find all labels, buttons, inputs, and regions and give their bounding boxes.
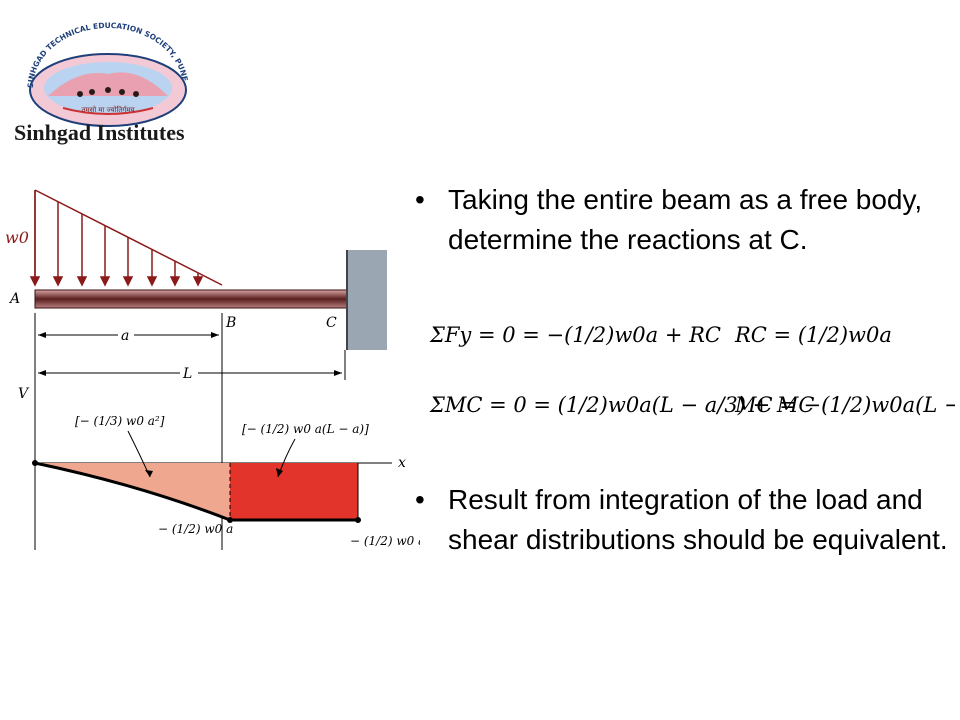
load-label: w0 bbox=[5, 228, 29, 247]
bullet-marker: • bbox=[415, 184, 425, 215]
bullet-item-1: • Taking the entire beam as a free body,… bbox=[415, 180, 960, 260]
bullet-marker: • bbox=[415, 484, 425, 515]
beam-diagram: w0 A B C a L V x [− (1/3) w0 a²] [− ( bbox=[5, 189, 420, 550]
shear-c-label: − (1/2) w0 a bbox=[350, 534, 420, 548]
fixed-support bbox=[347, 250, 387, 350]
equation-2-right: MC = −(1/2)w0a(L − a/3) bbox=[734, 393, 955, 417]
equation-2-left: ΣMC = 0 = (1/2)w0a(L − a/3) + MC bbox=[429, 393, 814, 417]
equations: ΣFy = 0 = −(1/2)w0a + RC RC = (1/2)w0a Σ… bbox=[429, 323, 955, 417]
logo-caption: Sinhgad Institutes bbox=[14, 120, 185, 145]
dim-a-label: a bbox=[121, 328, 129, 344]
load-arrows bbox=[29, 190, 204, 287]
shear-area-1 bbox=[35, 463, 230, 520]
area1-label: [− (1/3) w0 a²] bbox=[75, 414, 165, 428]
label-c-point: C bbox=[326, 315, 337, 331]
x-axis-label: x bbox=[398, 455, 406, 471]
label-b-point: B bbox=[225, 315, 236, 331]
logo-motto: तमसो मा ज्योतिर्गमय bbox=[81, 105, 135, 114]
shear-area-2 bbox=[230, 463, 358, 520]
bullet-text: Result from integration of the load and … bbox=[448, 484, 948, 555]
shear-b-label: − (1/2) w0 a bbox=[158, 522, 233, 536]
dim-L-label: L bbox=[182, 366, 192, 382]
bullet-item-2: • Result from integration of the load an… bbox=[415, 480, 960, 560]
equation-1-left: ΣFy = 0 = −(1/2)w0a + RC bbox=[429, 323, 721, 347]
bullet-text: Taking the entire beam as a free body, d… bbox=[448, 184, 923, 255]
v-axis-label: V bbox=[18, 386, 30, 402]
beam bbox=[34, 289, 371, 309]
area2-label: [− (1/2) w0 a(L − a)] bbox=[242, 422, 369, 436]
equation-1-right: RC = (1/2)w0a bbox=[734, 323, 892, 347]
label-a-point: A bbox=[8, 291, 20, 307]
sinhgad-logo: SINHGAD TECHNICAL EDUCATION SOCIETY, PUN… bbox=[26, 21, 190, 127]
